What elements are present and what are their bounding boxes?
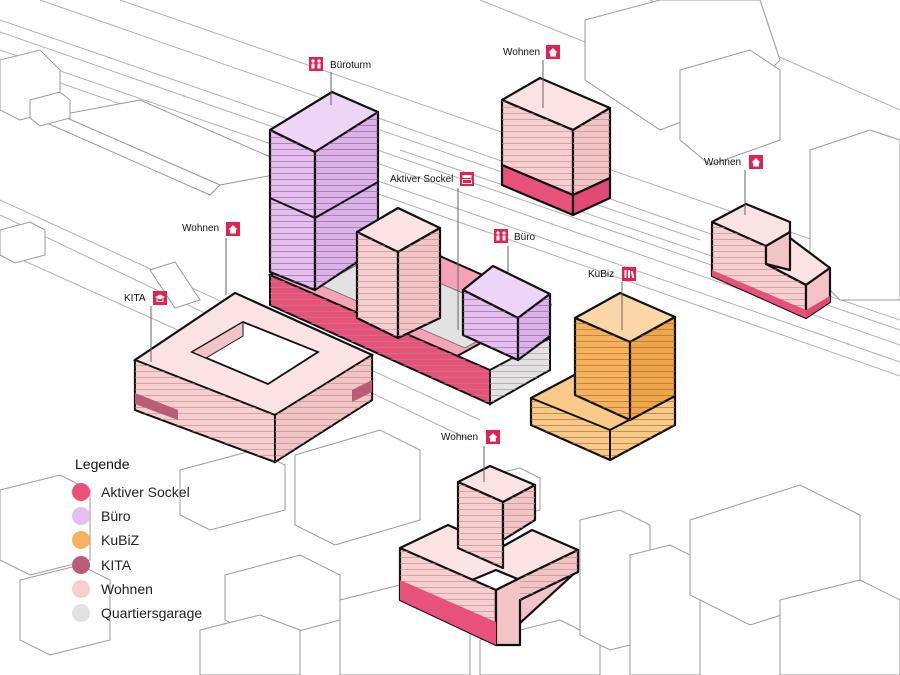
label-text: Wohnen [441,432,478,443]
legend-swatch [72,483,90,501]
label-text: Aktiver Sockel [390,174,453,185]
legend-swatch [72,531,90,549]
legend-label: Wohnen [101,581,153,597]
legend-item-aktiver-sockel: Aktiver Sockel [72,483,190,501]
legend-label: KuBiZ [101,532,140,548]
legend-item-wohnen: Wohnen [72,580,153,598]
label-text: Wohnen [704,157,741,168]
label-wohnen-south: Wohnen [441,430,500,482]
legend-swatch [72,580,90,598]
legend-label: Aktiver Sockel [101,484,190,500]
building-wohnen-north [500,76,612,217]
building-kubiz [529,291,677,462]
label-text: Büroturm [330,60,371,71]
label-buero: Büro [494,229,536,272]
label-text: Büro [514,232,536,243]
legend-swatch [72,507,90,525]
legend-item-buero: Büro [72,507,131,525]
label-wohnen-center: Wohnen [182,222,240,295]
legend-swatch [72,556,90,574]
building-wohnen-center [355,206,442,340]
legend-item-kubiz: KuBiZ [72,531,140,549]
label-wohnen-north: Wohnen [503,45,560,108]
legend-item-quartiersgarage: Quartiersgarage [72,604,202,622]
legend-title: Legende [75,456,130,472]
legend: Legende Aktiver Sockel Büro KuBiZ KITA W… [72,456,202,622]
people-icon [309,57,323,71]
building-wohnen-south [398,464,580,647]
label-aktiver-sockel: Aktiver Sockel [390,172,474,330]
people-icon [494,229,508,243]
building-buero [461,264,552,362]
building-wohnen-courtyard [132,291,375,464]
label-text: KuBiz [588,269,614,280]
legend-item-kita: KITA [72,556,132,574]
label-bueroturm: Büroturm [309,57,371,105]
legend-swatch [72,604,90,622]
label-wohnen-east: Wohnen [704,155,763,215]
building-wohnen-east [710,202,832,320]
legend-label: Quartiersgarage [101,605,202,621]
legend-label: Büro [101,508,131,524]
label-text: Wohnen [503,47,540,58]
label-text: KITA [124,293,146,304]
label-kita: KITA [124,291,167,362]
label-text: Wohnen [182,223,219,234]
legend-label: KITA [101,557,132,573]
label-kubiz: KuBiz [588,267,636,330]
